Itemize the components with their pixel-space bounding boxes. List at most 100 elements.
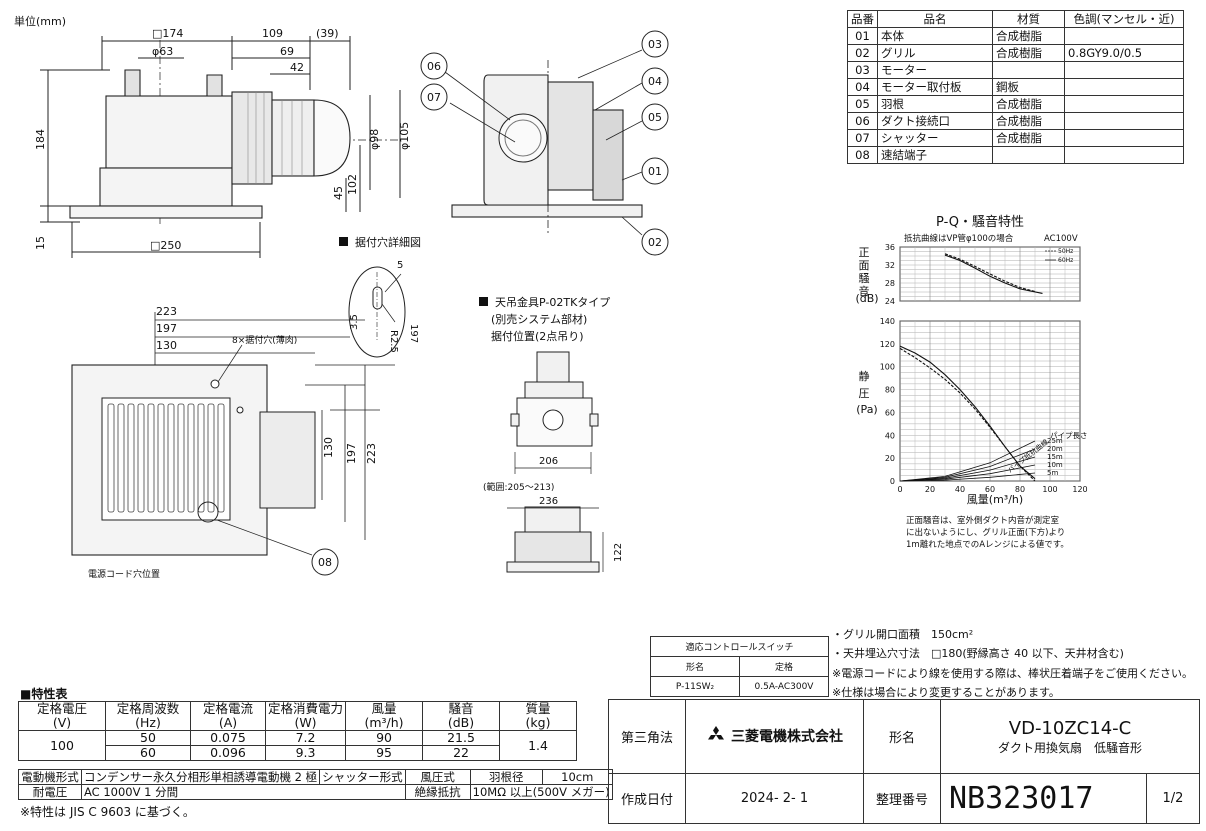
pressure-y-tick: 20	[885, 454, 895, 463]
part-color	[1064, 78, 1184, 96]
company-name: 三菱電機株式会社	[731, 728, 843, 745]
spec-table: 定格電圧(V) 定格周波数(Hz) 定格電流(A) 定格消費電力(W) 風量(m…	[18, 701, 578, 761]
part-name: 速結端子	[877, 146, 993, 164]
part-color	[1064, 61, 1184, 79]
part-name: シャッター	[877, 129, 993, 147]
dim-174: □174	[152, 27, 183, 40]
dim-197-side: 197	[345, 443, 358, 464]
x-axis-label: 風量(m³/h)	[967, 493, 1023, 506]
date-label: 作成日付	[608, 773, 686, 824]
legend-50hz: 50Hz	[1058, 248, 1073, 255]
part-no: 02	[847, 44, 878, 62]
hanger-pos: 据付位置(2点吊り)	[491, 329, 584, 343]
noise-unit-visible: (dB)	[855, 292, 878, 305]
dim-184: 184	[34, 129, 47, 150]
switch-col-rating: 定格	[739, 656, 829, 677]
pressure-y-tick: 40	[885, 431, 895, 440]
spec-header: 定格消費電力(W)	[264, 701, 347, 731]
pipe-label-5m: 5m	[1047, 469, 1058, 477]
resist-note: 抵抗曲線はVP管φ100の場合	[904, 233, 1014, 244]
pipe-label-20m: 20m	[1047, 445, 1063, 453]
spec-cell: 95	[345, 745, 424, 761]
part-no: 01	[847, 27, 878, 45]
tag-01: 01	[648, 165, 662, 178]
part-no: 03	[847, 61, 878, 79]
footnote-2: に出ないようにし、グリル正面(下方)より	[906, 527, 1065, 538]
header-unit: (m³/h)	[364, 715, 404, 730]
hole-detail-drawing: 据付穴詳細図 5 3.5 197 R2.5	[339, 235, 421, 358]
noise-label-4: 音	[859, 284, 870, 298]
dim-109: 109	[262, 27, 283, 40]
part-material: 合成樹脂	[992, 44, 1065, 62]
parts-header: 品番	[847, 10, 878, 28]
header-line: 定格消費電力	[268, 701, 344, 716]
hanger-title: 天吊金具P-02TKタイプ	[495, 295, 610, 309]
pressure-label-1: 静	[859, 369, 870, 383]
part-name: グリル	[877, 44, 993, 62]
note-1: ・グリル開口面積 150cm²	[832, 628, 974, 641]
dim-130-top: 130	[156, 339, 177, 352]
table-row: 60 0.096 9.3 95 22	[19, 745, 577, 761]
noise-label-3: 騒	[859, 272, 870, 285]
part-material: 合成樹脂	[992, 27, 1065, 45]
table-row: 100 50 0.075 7.2 90 21.5 1.4	[18, 730, 578, 761]
pressure-label-2: 圧	[859, 387, 870, 400]
pressure-unit: (Pa)	[856, 403, 877, 416]
noise-label-1: 正	[859, 246, 870, 259]
model-label: 形名	[863, 699, 941, 774]
dim-223-top: 223	[156, 305, 177, 318]
note-4: ※仕様は場合により変更することがあります。	[832, 686, 1060, 699]
dim-42: 42	[290, 61, 304, 74]
header-line: 風量	[371, 701, 397, 716]
spec-title: ■特性表	[20, 687, 68, 701]
pipe-label-25m: 25m	[1047, 437, 1063, 445]
x-tick: 120	[1072, 485, 1087, 494]
header-line: 質量	[525, 701, 551, 716]
pressure-y-tick: 100	[880, 363, 895, 372]
dim-197-top: 197	[156, 322, 177, 335]
insulation-label: 絶縁抵抗	[404, 784, 471, 800]
square-bullet-icon	[339, 237, 348, 246]
dim-5: 5	[397, 260, 403, 271]
pressure-series-20m	[899, 448, 1036, 482]
parts-header-row: 品番 品名 材質 色調(マンセル・近)	[847, 10, 1184, 28]
switch-model: P-11SW₂	[650, 676, 740, 697]
part-material	[992, 61, 1065, 79]
pressure-y-tick: 60	[885, 408, 895, 417]
pressure-series-5m	[899, 472, 1036, 482]
part-no: 08	[847, 146, 878, 164]
pressure-series-15m	[899, 456, 1036, 482]
drawing-number: NB323017	[940, 773, 1147, 824]
pressure-y-tick: 140	[880, 317, 895, 326]
spec-header: 定格周波数(Hz)	[105, 701, 191, 731]
x-tick: 40	[955, 485, 965, 494]
parts-header: 色調(マンセル・近)	[1064, 10, 1184, 28]
unit-label: 単位(mm)	[14, 15, 67, 28]
tag-07: 07	[427, 91, 441, 104]
header-line: 定格電圧	[36, 701, 87, 716]
noise-y-tick: 24	[885, 297, 895, 306]
note-2: ・天井埋込穴寸法 □180(野縁高さ 40 以下、天井材含む)	[832, 647, 1124, 660]
part-color	[1064, 27, 1184, 45]
part-no: 04	[847, 78, 878, 96]
dim-236: 236	[539, 496, 558, 507]
legend-60hz: 60Hz	[1058, 257, 1073, 264]
dim-122: 122	[613, 543, 624, 562]
part-material: 合成樹脂	[992, 95, 1065, 113]
dim-250: □250	[150, 239, 181, 252]
dim-102: 102	[346, 174, 359, 195]
header-unit: (A)	[218, 715, 238, 730]
noise-y-tick: 28	[885, 279, 895, 288]
dim-197-detail: 197	[408, 324, 419, 343]
spec-header: 定格電流(A)	[190, 701, 266, 731]
noise-y-tick: 32	[885, 261, 895, 270]
spec-cell: 7.2	[264, 730, 347, 746]
part-material: 鋼板	[992, 78, 1065, 96]
pq-noise-chart: P-Q・騒音特性 抵抗曲線はVP管φ100の場合 AC100V 正 面 騒 音 …	[855, 214, 1087, 550]
header-unit: (Hz)	[135, 715, 161, 730]
